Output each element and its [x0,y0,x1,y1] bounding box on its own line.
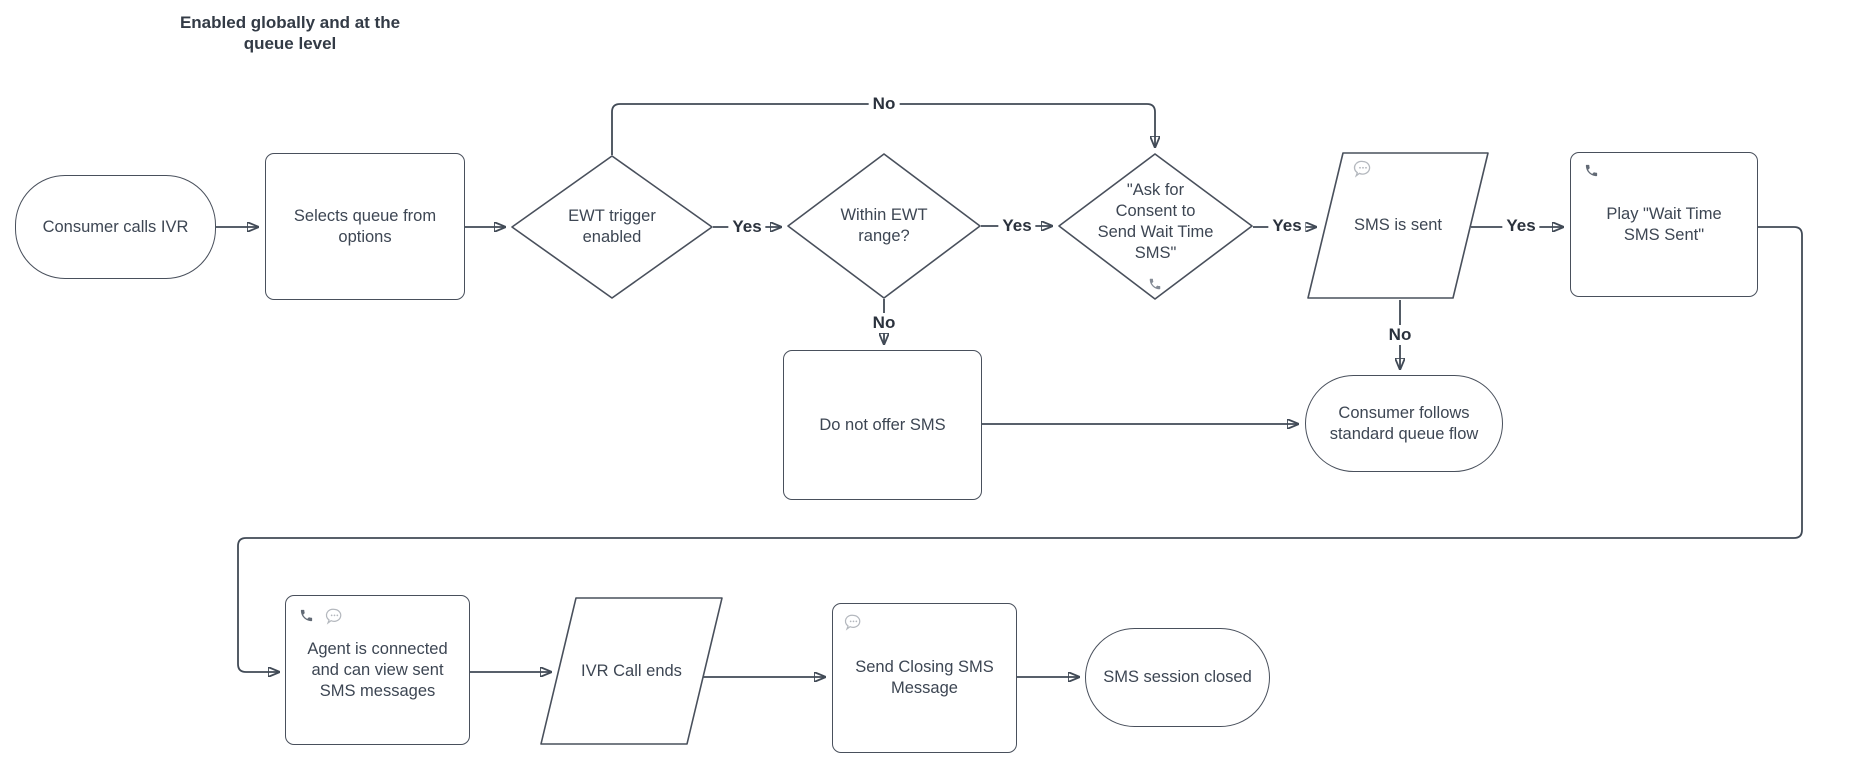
node-label: Send Closing SMS Message [855,658,994,697]
node-label: IVR Call ends [581,661,682,680]
node-label: SMS session closed [1103,668,1252,686]
node-label: Do not offer SMS [819,415,946,434]
edge-label-no: No [1384,325,1416,345]
parallelogram-shape [540,597,723,745]
node-within-ewt-range: Within EWT range? [787,153,981,299]
node-sms-is-sent: SMS is sent [1307,152,1489,299]
phone-icon [1149,278,1161,290]
phone-icon [1585,164,1598,177]
speech-bubble-icon [325,608,342,625]
edge-label-yes: Yes [998,216,1036,236]
edge-play-to-agent [237,226,1803,672]
node-label: "Ask for Consent to Send Wait Time SMS" [1097,180,1214,262]
speech-bubble-icon [1353,160,1371,178]
node-ivr-call-ends: IVR Call ends [540,597,723,745]
node-label: SMS is sent [1353,216,1443,234]
node-ewt-trigger-enabled: EWT trigger enabled [511,155,713,299]
parallelogram-shape [1307,152,1489,299]
node-consumer-follows-queue: Consumer follows standard queue flow [1305,375,1503,472]
diamond-shape [1058,153,1253,300]
diamond-shape [511,155,713,299]
node-label: Within EWT range? [840,206,928,245]
node-sms-session-closed: SMS session closed [1085,628,1270,727]
edge-label-no: No [868,94,900,114]
node-selects-queue: Selects queue from options [265,153,465,300]
node-send-closing-sms: Send Closing SMS Message [832,603,1017,753]
edge-label-yes: Yes [728,217,766,237]
diamond-shape [787,153,981,299]
node-label: Consumer follows standard queue flow [1329,403,1479,443]
edge-label-yes: Yes [1268,216,1306,236]
node-agent-connected: Agent is connected and can view sent SMS… [285,595,470,745]
phone-icon [300,609,313,622]
node-label: Play "Wait Time SMS Sent" [1606,204,1722,244]
node-ask-consent: "Ask for Consent to Send Wait Time SMS" [1058,153,1253,300]
node-play-wait-time: Play "Wait Time SMS Sent" [1570,152,1758,297]
node-do-not-offer-sms: Do not offer SMS [783,350,982,500]
node-consumer-calls-ivr: Consumer calls IVR [15,175,216,279]
node-label: EWT trigger enabled [568,207,656,246]
speech-bubble-icon [844,614,861,631]
node-label: Consumer calls IVR [42,217,189,236]
node-label: Agent is connected and can view sent SMS… [307,639,448,700]
node-label: Selects queue from options [293,206,437,246]
edge-label-no: No [868,313,900,333]
edge-label-yes: Yes [1502,216,1540,236]
diagram-title: Enabled globally and at the queue level [179,13,401,53]
